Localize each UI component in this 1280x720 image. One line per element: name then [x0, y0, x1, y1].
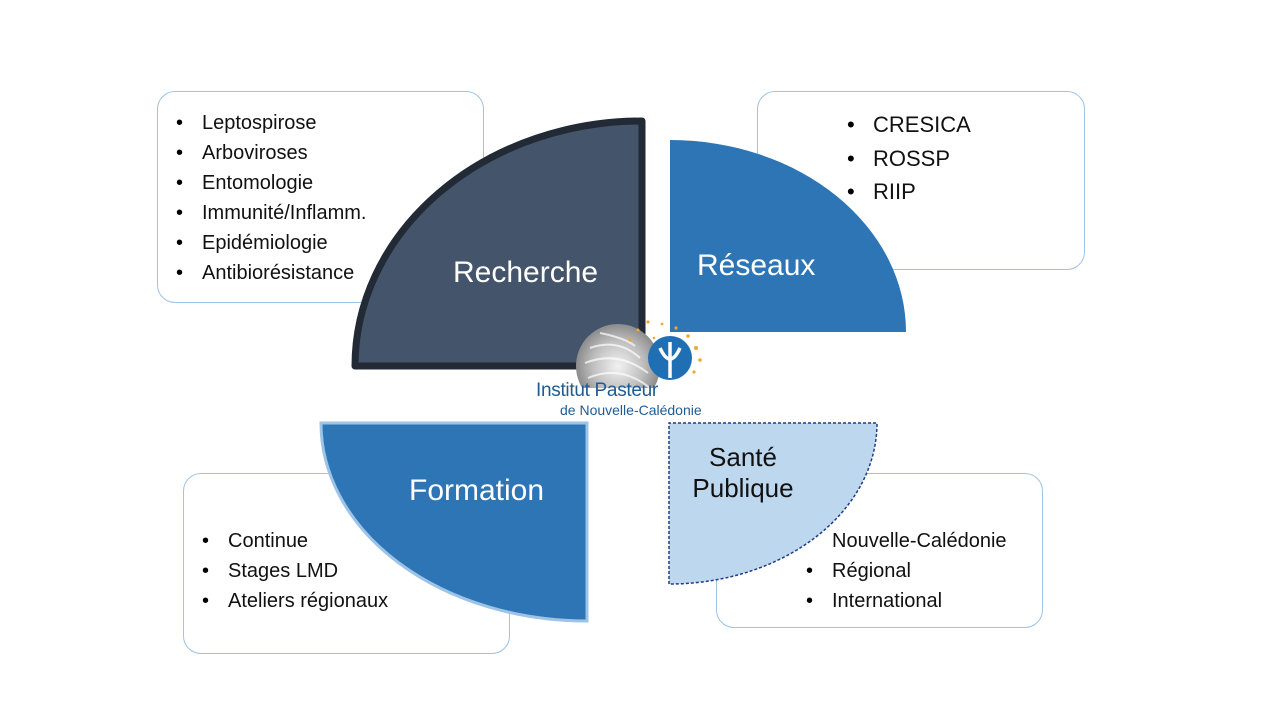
- bullet-icon: •: [202, 560, 210, 582]
- bullet-icon: •: [176, 142, 184, 164]
- bullet-icon: •: [202, 530, 210, 552]
- list-item: Nouvelle-Calédonie: [832, 530, 1007, 552]
- list-item: •Ateliers régionaux: [202, 586, 388, 616]
- bullet-icon: •: [176, 262, 184, 284]
- formation-label: Formation: [409, 474, 545, 507]
- bullet-icon: •: [176, 112, 184, 134]
- formation-items-list: •Continue •Stages LMD •Ateliers régionau…: [202, 526, 388, 616]
- recherche-items-list: •Leptospirose •Arboviroses •Entomologie …: [176, 108, 366, 288]
- logo-subtitle: de Nouvelle-Calédonie: [560, 402, 702, 418]
- list-item: •Continue: [202, 526, 388, 556]
- list-item: •Antibiorésistance: [176, 258, 366, 288]
- list-item: •CRESICA: [847, 108, 971, 142]
- list-item: •International: [806, 586, 1007, 616]
- list-item: •Epidémiologie: [176, 228, 366, 258]
- reseaux-items-list: •CRESICA •ROSSP •RIIP: [847, 108, 971, 209]
- sante-label: Santé Publique: [692, 442, 794, 503]
- list-item: •RIIP: [847, 175, 971, 209]
- list-item: •Immunité/Inflamm.: [176, 198, 366, 228]
- recherche-label: Recherche: [453, 256, 599, 289]
- bullet-icon: •: [847, 179, 855, 204]
- formation-quadrant: [319, 421, 589, 623]
- bullet-icon: •: [176, 232, 184, 254]
- institut-pasteur-logo: Institut Pasteur de Nouvelle-Calédonie: [530, 318, 730, 422]
- list-item: •Arboviroses: [176, 138, 366, 168]
- list-item: •Stages LMD: [202, 556, 388, 586]
- bullet-icon: •: [806, 590, 814, 612]
- list-item: •Leptospirose: [176, 108, 366, 138]
- bullet-icon: •: [847, 112, 855, 137]
- bullet-icon: •: [176, 202, 184, 224]
- list-item: •ROSSP: [847, 142, 971, 176]
- bullet-icon: •: [202, 590, 210, 612]
- reseaux-label: Réseaux: [697, 249, 816, 282]
- logo-emblem-icon: [576, 320, 702, 388]
- recherche-quadrant: [351, 117, 646, 370]
- sante-quadrant: [668, 422, 878, 585]
- sante-items-list: Nouvelle-Calédonie •Régional •Internatio…: [806, 526, 1007, 616]
- bullet-icon: •: [176, 172, 184, 194]
- reseaux-quadrant: [670, 140, 906, 332]
- bullet-icon: •: [806, 560, 814, 582]
- list-item: •Régional: [806, 556, 1007, 586]
- list-item: •Entomologie: [176, 168, 366, 198]
- logo-name: Institut Pasteur: [536, 380, 658, 401]
- bullet-icon: •: [847, 145, 855, 171]
